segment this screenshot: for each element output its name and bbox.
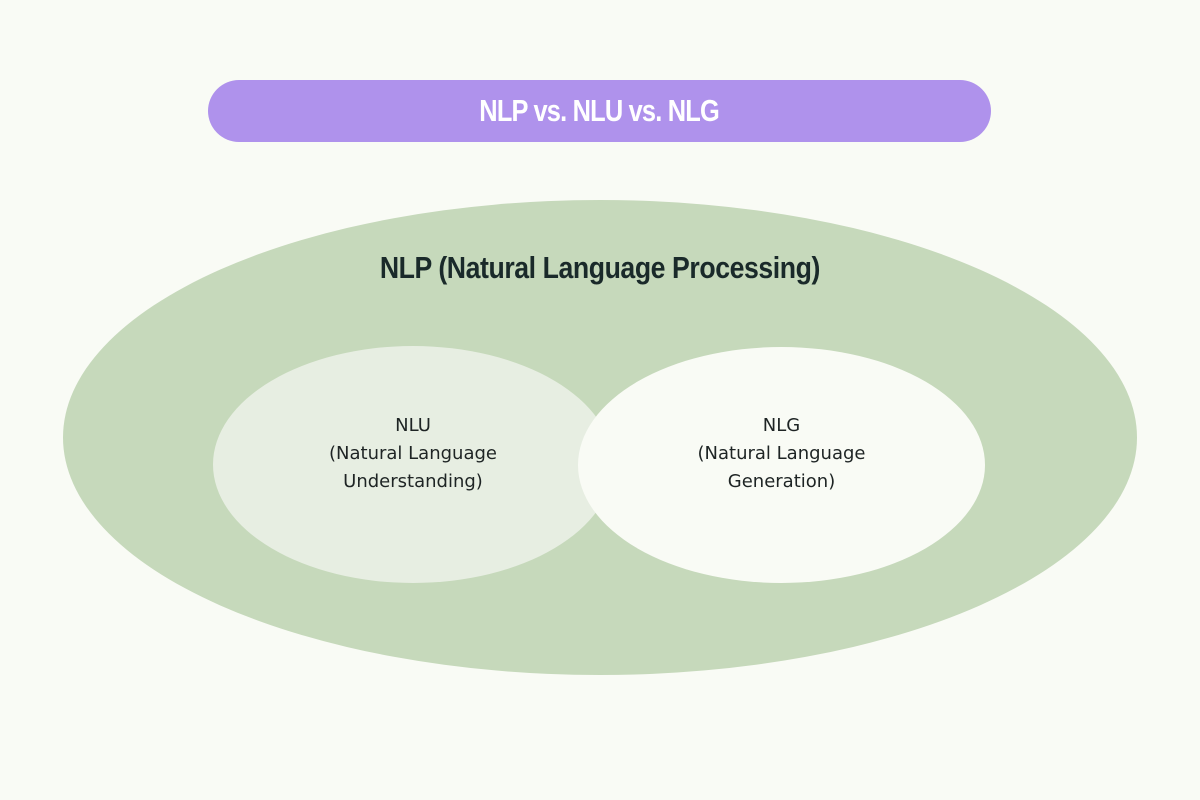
nlg-line2: Generation)	[727, 471, 836, 492]
nlg-ellipse: NLG (Natural Language Generation)	[578, 347, 985, 583]
nlg-text: NLG (Natural Language Generation)	[698, 412, 866, 496]
nlu-ellipse: NLU (Natural Language Understanding)	[213, 346, 613, 583]
nlp-label: NLP (Natural Language Processing)	[0, 250, 1200, 286]
nlu-line1: (Natural Language	[329, 442, 497, 464]
nlg-line1: (Natural Language	[697, 443, 866, 464]
nlu-line2: Understanding)	[343, 470, 483, 492]
nlp-label-text: NLP (Natural Language Processing)	[379, 250, 821, 285]
nlu-text: NLU (Natural Language Understanding)	[329, 412, 497, 496]
nlu-abbr: NLU	[395, 414, 431, 436]
page-title: NLP vs. NLU vs. NLG	[479, 93, 720, 128]
title-banner: NLP vs. NLU vs. NLG	[208, 80, 991, 142]
nlg-abbr: NLG	[762, 415, 801, 436]
